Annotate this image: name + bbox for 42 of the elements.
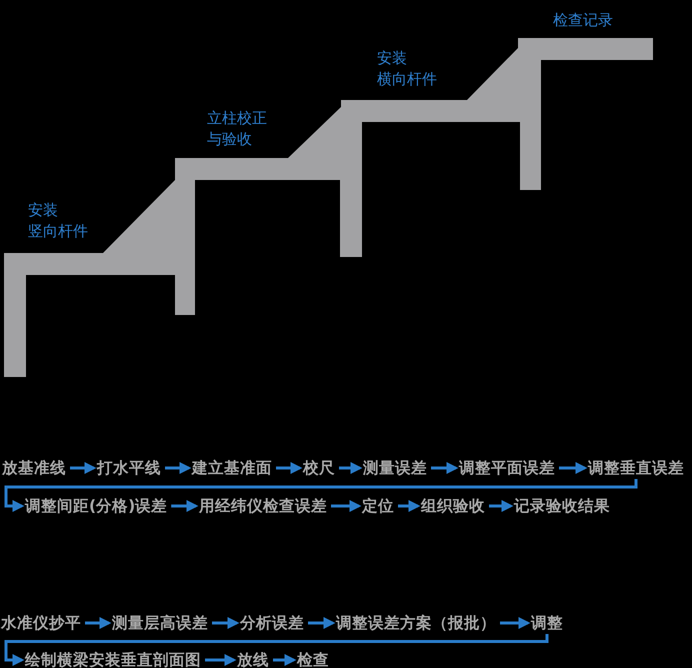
- process-step-text: 调整平面误差: [459, 458, 555, 478]
- process-step-text: 组织验收: [421, 496, 485, 516]
- process-step-text: 调整误差方案（报批）: [336, 613, 496, 633]
- process-step-text: 测量层高误差: [112, 613, 208, 633]
- arrow: [4, 634, 548, 666]
- arrow: [331, 500, 362, 512]
- process-step-text: 放线: [237, 650, 269, 668]
- process-step-text: 调整: [531, 613, 563, 633]
- arrow: [339, 462, 362, 474]
- arrow: [212, 617, 240, 629]
- process-step-text: 定位: [362, 496, 394, 516]
- process-step-text: 测量误差: [363, 458, 427, 478]
- arrow: [489, 500, 514, 512]
- process-step-text: 水准仪抄平: [1, 613, 81, 633]
- process-step-text: 用经纬仪检查误差: [199, 496, 327, 516]
- process-step-text: 检查: [297, 650, 329, 668]
- arrow: [4, 479, 638, 512]
- arrow: [171, 500, 198, 512]
- process-step-text: 建立基准面: [192, 458, 272, 478]
- arrow: [398, 500, 420, 512]
- arrow: [70, 462, 96, 474]
- process-step-text: 调整间距(分格)误差: [25, 496, 168, 516]
- arrow: [308, 617, 336, 629]
- arrow: [276, 462, 302, 474]
- process-step-text: 记录验收结果: [514, 496, 610, 516]
- arrow: [559, 462, 588, 474]
- process-step-text: 调整垂直误差: [588, 458, 684, 478]
- process-step-text: 绘制横梁安装垂直剖面图: [25, 650, 201, 668]
- arrow: [431, 462, 458, 474]
- arrow: [205, 654, 236, 666]
- arrow: [273, 654, 296, 666]
- step-label: 安装横向杆件: [377, 48, 437, 90]
- process-step-text: 打水平线: [97, 458, 161, 478]
- process-step-text: 校尺: [303, 458, 335, 478]
- arrow: [85, 617, 112, 629]
- step-label: 安装竖向杆件: [28, 200, 88, 242]
- process-step-text: 放基准线: [2, 458, 66, 478]
- step-label: 检查记录: [553, 10, 613, 31]
- arrow: [500, 617, 530, 629]
- arrow: [165, 462, 192, 474]
- step-label: 立柱校正与验收: [207, 108, 267, 150]
- process-step-text: 分析误差: [240, 613, 304, 633]
